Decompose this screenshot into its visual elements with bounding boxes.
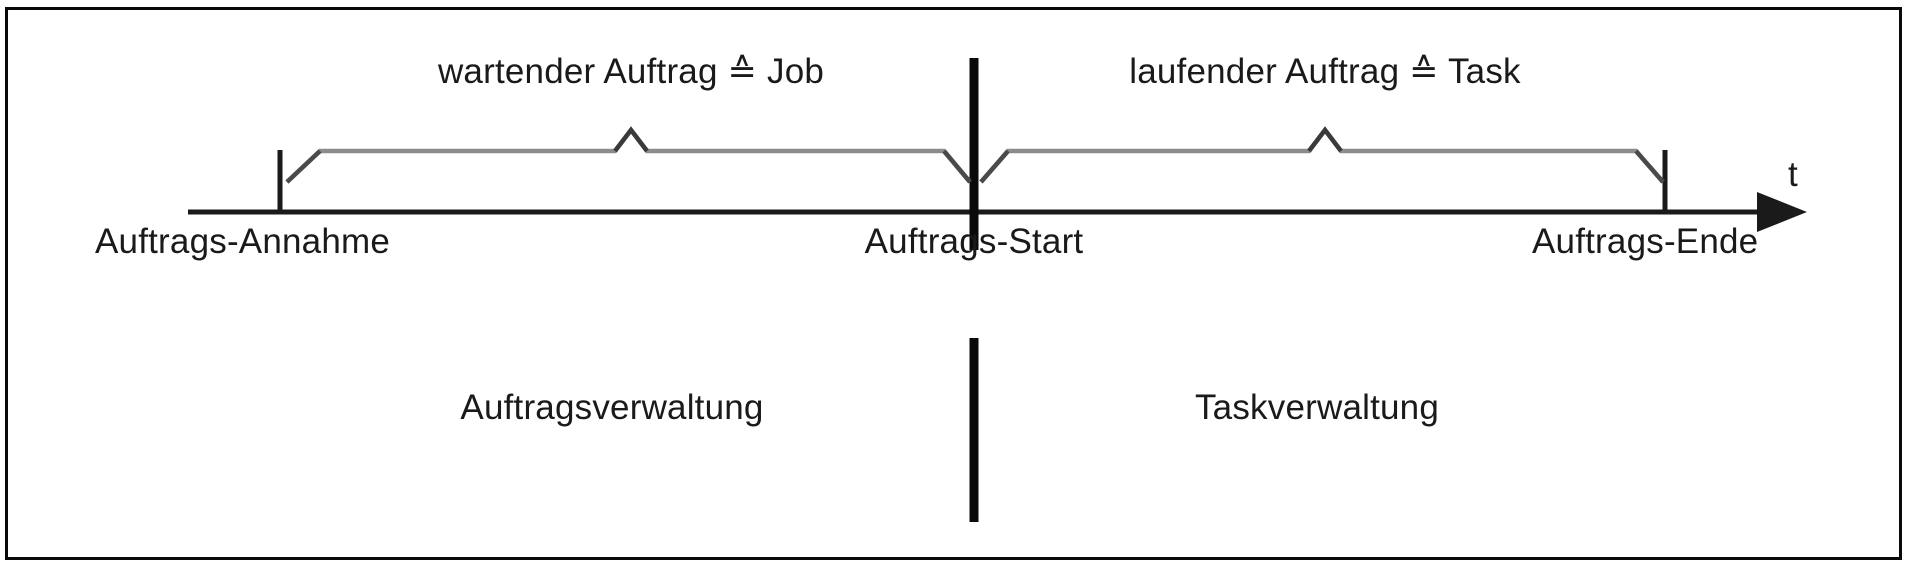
brace-label-right: laufender Auftrag ≙ Task: [1129, 52, 1521, 91]
brace-left-tip-end: [942, 149, 972, 184]
brace-right: [979, 126, 1665, 184]
brace-right-tip-start: [979, 149, 1010, 184]
brace-right-tip-end: [1634, 149, 1665, 184]
brace-right-apex: [1307, 126, 1343, 153]
axis-label-t: t: [1788, 155, 1798, 194]
event-label-auftrags-start: Auftrags-Start: [864, 222, 1084, 261]
diagram-border: [5, 7, 1902, 560]
brace-label-left: wartender Auftrag ≙ Job: [437, 52, 825, 91]
brace-left: [285, 126, 972, 184]
zone-label-auftragsverwaltung: Auftragsverwaltung: [460, 388, 764, 427]
event-label-auftrags-ende: Auftrags-Ende: [1532, 222, 1759, 261]
brace-left-tip-start: [285, 149, 322, 184]
brace-left-apex: [613, 126, 649, 153]
event-label-auftrags-annahme: Auftrags-Annahme: [95, 222, 391, 261]
zone-label-taskverwaltung: Taskverwaltung: [1194, 388, 1440, 427]
